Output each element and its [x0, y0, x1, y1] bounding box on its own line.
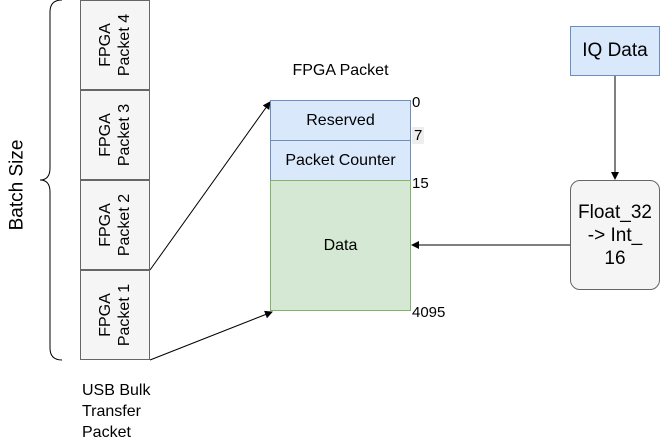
fpga-packet-1-line2: Packet 1	[116, 283, 133, 347]
arrow-packet-bottom	[149, 310, 273, 361]
offset-end: 4095	[412, 304, 446, 321]
convert-line3: 16	[604, 247, 626, 269]
usb-caption-line2: Transfer	[82, 403, 141, 420]
fpga-packet-3-cell: FPGA Packet 3	[80, 90, 150, 180]
iq-data-box: IQ Data	[570, 26, 660, 76]
fpga-packet-2-label: FPGA Packet 2	[96, 194, 134, 256]
data-label: Data	[323, 236, 358, 254]
fpga-packet-1-line1: FPGA	[97, 293, 114, 337]
fpga-packet-2-line2: Packet 2	[116, 193, 133, 257]
convert-line2: -> Int_	[587, 224, 643, 246]
fpga-packet-3-line2: Packet 3	[116, 103, 133, 167]
reserved-label: Reserved	[306, 111, 375, 129]
packet-counter-field: Packet Counter	[270, 140, 411, 181]
fpga-packet-1-label: FPGA Packet 1	[96, 284, 134, 346]
reserved-field: Reserved	[270, 100, 411, 141]
fpga-packet-2-line1: FPGA	[97, 203, 114, 247]
fpga-packet-title: FPGA Packet	[292, 62, 389, 79]
fpga-packet-3-line1: FPGA	[97, 113, 114, 157]
fpga-packet-4-line1: FPGA	[97, 23, 114, 67]
usb-caption-line1: USB Bulk	[82, 382, 151, 399]
fpga-packet-4-label: FPGA Packet 4	[96, 14, 134, 76]
arrow-packet-top	[149, 101, 271, 271]
usb-caption: USB Bulk Transfer Packet	[82, 380, 150, 443]
data-field: Data	[270, 180, 411, 311]
float-to-int-box: Float_32 -> Int_ 16	[570, 180, 660, 290]
batch-size-brace	[39, 0, 63, 361]
usb-caption-line3: Packet	[82, 424, 131, 441]
fpga-packet-1-cell: FPGA Packet 1	[80, 270, 150, 360]
offset-counter-start: 7	[412, 127, 425, 144]
batch-size-label-box: Batch Size	[4, 120, 30, 250]
offset-start: 0	[412, 94, 421, 111]
fpga-packet-2-cell: FPGA Packet 2	[80, 180, 150, 270]
batch-size-label: Batch Size	[6, 139, 28, 231]
packet-counter-label: Packet Counter	[285, 151, 396, 169]
convert-line1: Float_32	[578, 201, 652, 223]
offset-data-start: 15	[412, 175, 429, 192]
fpga-packet-3-label: FPGA Packet 3	[96, 104, 134, 166]
iq-data-label: IQ Data	[582, 40, 648, 61]
fpga-packet-4-cell: FPGA Packet 4	[80, 0, 150, 90]
fpga-packet-4-line2: Packet 4	[116, 13, 133, 77]
